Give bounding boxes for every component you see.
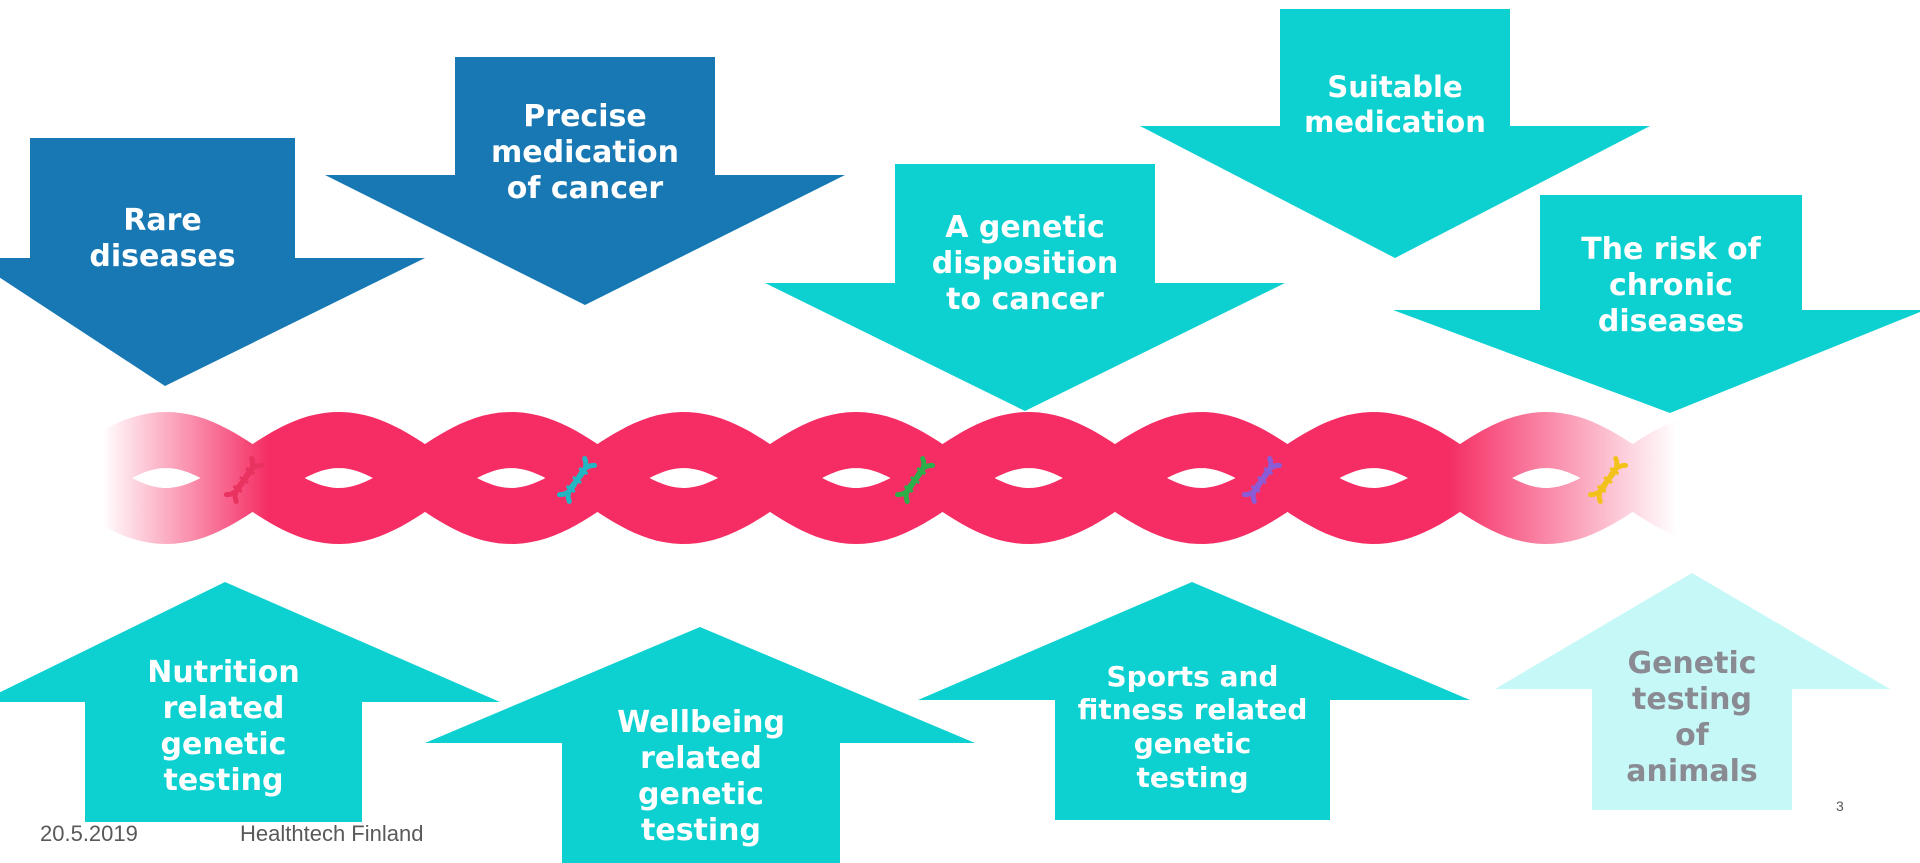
helix-strand-b	[26, 411, 1814, 545]
up-arrow-label-3: Sports and fitness related genetic testi…	[1077, 659, 1308, 794]
footer-organization: Healthtech Finland	[240, 821, 424, 846]
page-number: 3	[1836, 798, 1844, 814]
down-arrow-label-2: Precise medication of cancer	[491, 99, 679, 206]
down-arrow-label-5: The risk of chronic diseases	[1581, 231, 1761, 339]
dna-helix	[26, 411, 1814, 545]
up-arrow-3	[918, 582, 1470, 820]
up-arrow-label-2: Wellbeing related genetic testing	[617, 705, 785, 848]
up-arrow-label-4: Genetic testing of animals	[1626, 646, 1758, 789]
up-arrow-label-1: Nutrition related genetic testing	[147, 655, 300, 798]
up-arrow-2	[425, 627, 975, 863]
footer-date: 20.5.2019	[40, 821, 138, 846]
dna-icon	[894, 456, 936, 504]
up-arrow-4	[1495, 573, 1890, 810]
dna-icon	[223, 456, 265, 504]
down-arrow-1	[0, 138, 425, 386]
up-arrow-1	[0, 582, 500, 822]
down-arrow-4	[1140, 9, 1650, 258]
down-arrow-2	[325, 57, 845, 305]
down-arrow-3	[765, 164, 1285, 411]
down-arrow-5	[1393, 195, 1920, 413]
dna-icon	[556, 456, 598, 504]
dna-icon	[1587, 456, 1629, 504]
down-arrow-label-1: Rare diseases	[89, 202, 236, 274]
down-arrow-label-3: A genetic disposition to cancer	[931, 209, 1119, 317]
dna-icon	[1241, 456, 1283, 504]
down-arrow-label-4: Suitable medication	[1304, 70, 1486, 139]
